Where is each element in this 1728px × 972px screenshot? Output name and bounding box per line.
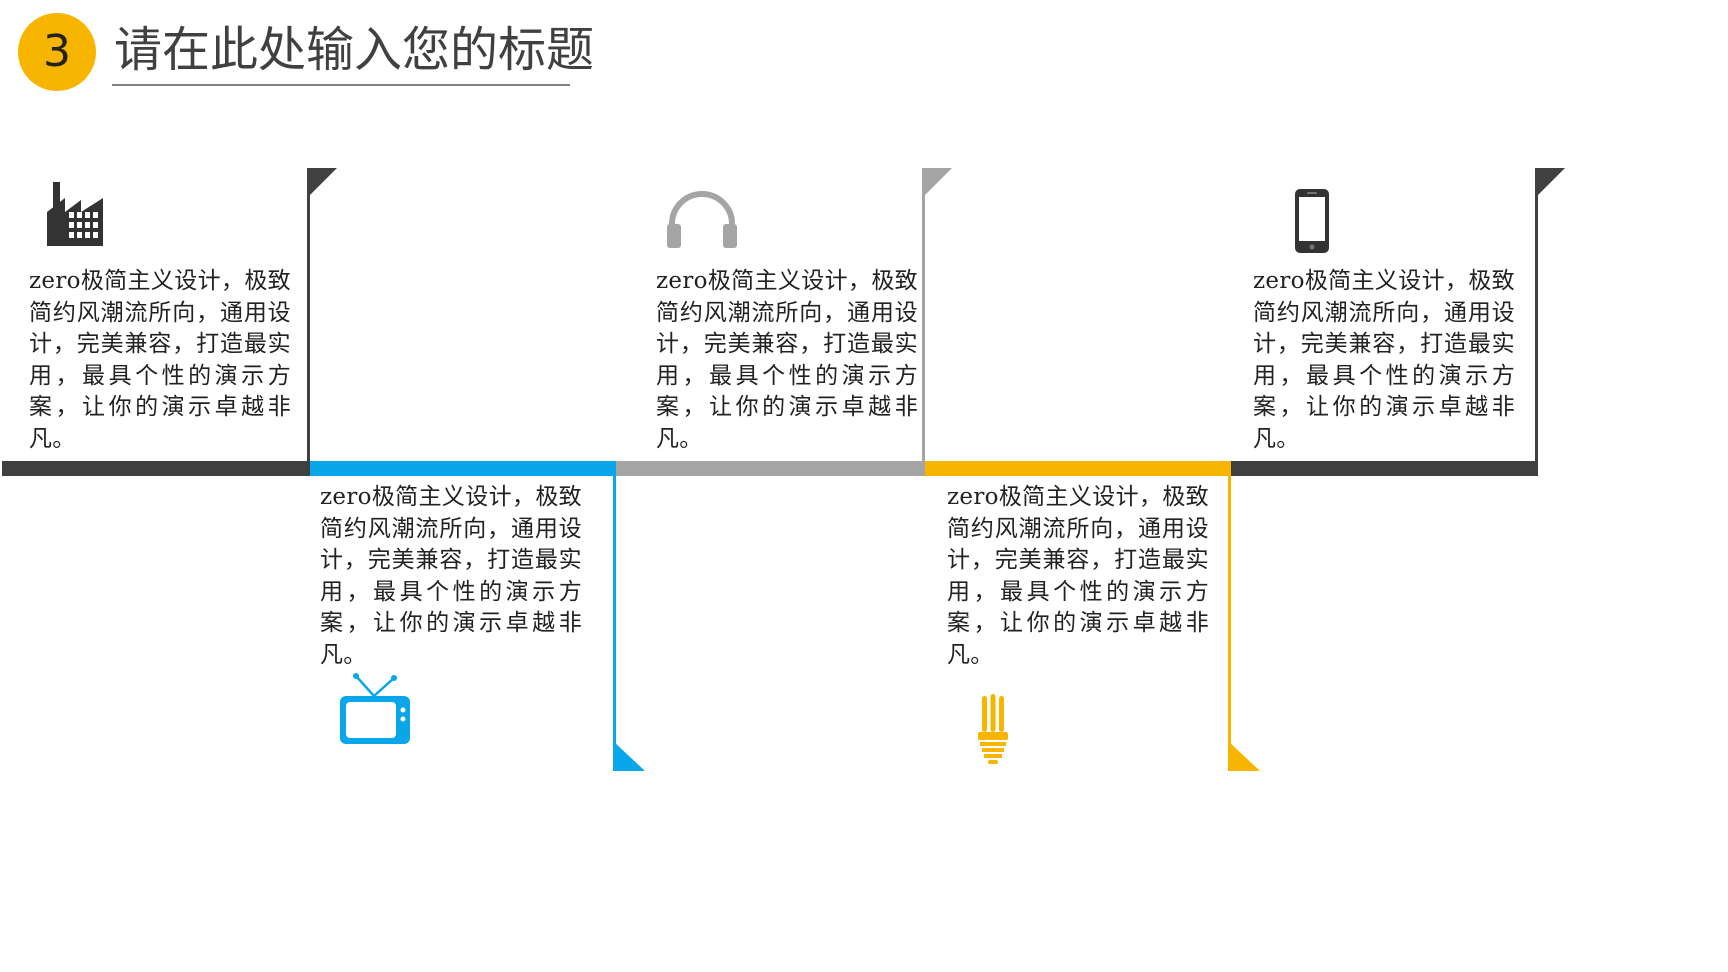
timeline-text-3: zero极简主义设计，极致简约风潮流所向，通用设计，完美兼容，打造最实用，最具个… — [656, 268, 918, 452]
corner-triangle-5 — [1535, 168, 1565, 198]
corner-triangle-4 — [1228, 741, 1260, 771]
lightbulb-icon — [978, 694, 1008, 764]
corner-triangle-3 — [922, 168, 952, 198]
timeline-text-2: zero极简主义设计，极致简约风潮流所向，通用设计，完美兼容，打造最实用，最具个… — [320, 484, 582, 668]
connector-up-3 — [922, 168, 925, 464]
title-underline — [112, 84, 570, 86]
connector-down-2 — [613, 474, 616, 771]
section-number-badge: 3 — [18, 13, 96, 91]
timeline-text-4: zero极简主义设计，极致简约风潮流所向，通用设计，完美兼容，打造最实用，最具个… — [947, 484, 1209, 668]
tv-icon — [340, 673, 410, 744]
timeline-segment-1 — [2, 461, 310, 476]
connector-up-1 — [307, 168, 310, 464]
timeline-segment-3 — [616, 461, 925, 476]
timeline-segment-4 — [925, 461, 1231, 476]
connector-up-5 — [1535, 168, 1538, 464]
page-title[interactable]: 请在此处输入您的标题 — [114, 22, 595, 78]
timeline-segment-5 — [1231, 461, 1538, 476]
smartphone-icon — [1295, 189, 1329, 253]
corner-triangle-1 — [307, 168, 337, 198]
factory-icon — [47, 182, 103, 246]
headphones-icon — [667, 191, 737, 248]
timeline-segment-2 — [310, 461, 616, 476]
connector-down-4 — [1228, 474, 1231, 771]
timeline-text-5: zero极简主义设计，极致简约风潮流所向，通用设计，完美兼容，打造最实用，最具个… — [1253, 268, 1515, 452]
timeline-text-1: zero极简主义设计，极致简约风潮流所向，通用设计，完美兼容，打造最实用，最具个… — [29, 268, 291, 452]
corner-triangle-2 — [613, 741, 645, 771]
